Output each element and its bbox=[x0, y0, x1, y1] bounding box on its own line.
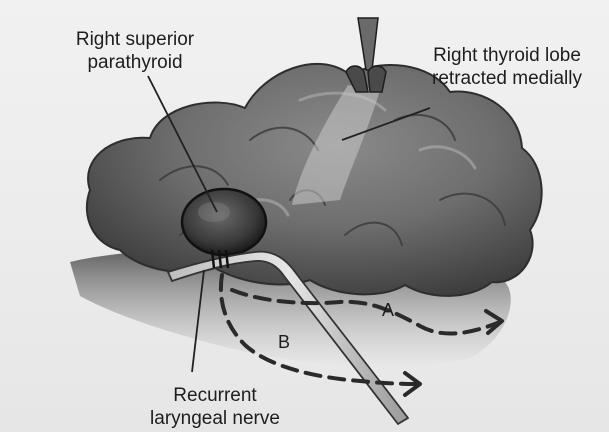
thyroid-lobe-label-line1: Right thyroid lobe bbox=[416, 44, 598, 67]
clamp-icon bbox=[346, 18, 386, 92]
route-b-label: B bbox=[274, 332, 294, 352]
thyroid-lobe-label-line2: retracted medially bbox=[416, 67, 598, 90]
superior-parathyroid-label-line1: Right superior bbox=[40, 28, 230, 51]
recurrent-nerve-label-line1: Recurrent bbox=[120, 384, 310, 407]
parathyroid-gland bbox=[182, 189, 266, 255]
thyroid-lobe-label: Right thyroid lobe retracted medially bbox=[416, 44, 598, 90]
recurrent-nerve-label-line2: laryngeal nerve bbox=[120, 407, 310, 430]
recurrent-nerve-label: Recurrent laryngeal nerve bbox=[120, 384, 310, 430]
superior-parathyroid-label-line2: parathyroid bbox=[40, 51, 230, 74]
superior-parathyroid-label: Right superior parathyroid bbox=[40, 28, 230, 74]
route-a-label: A bbox=[378, 300, 398, 320]
